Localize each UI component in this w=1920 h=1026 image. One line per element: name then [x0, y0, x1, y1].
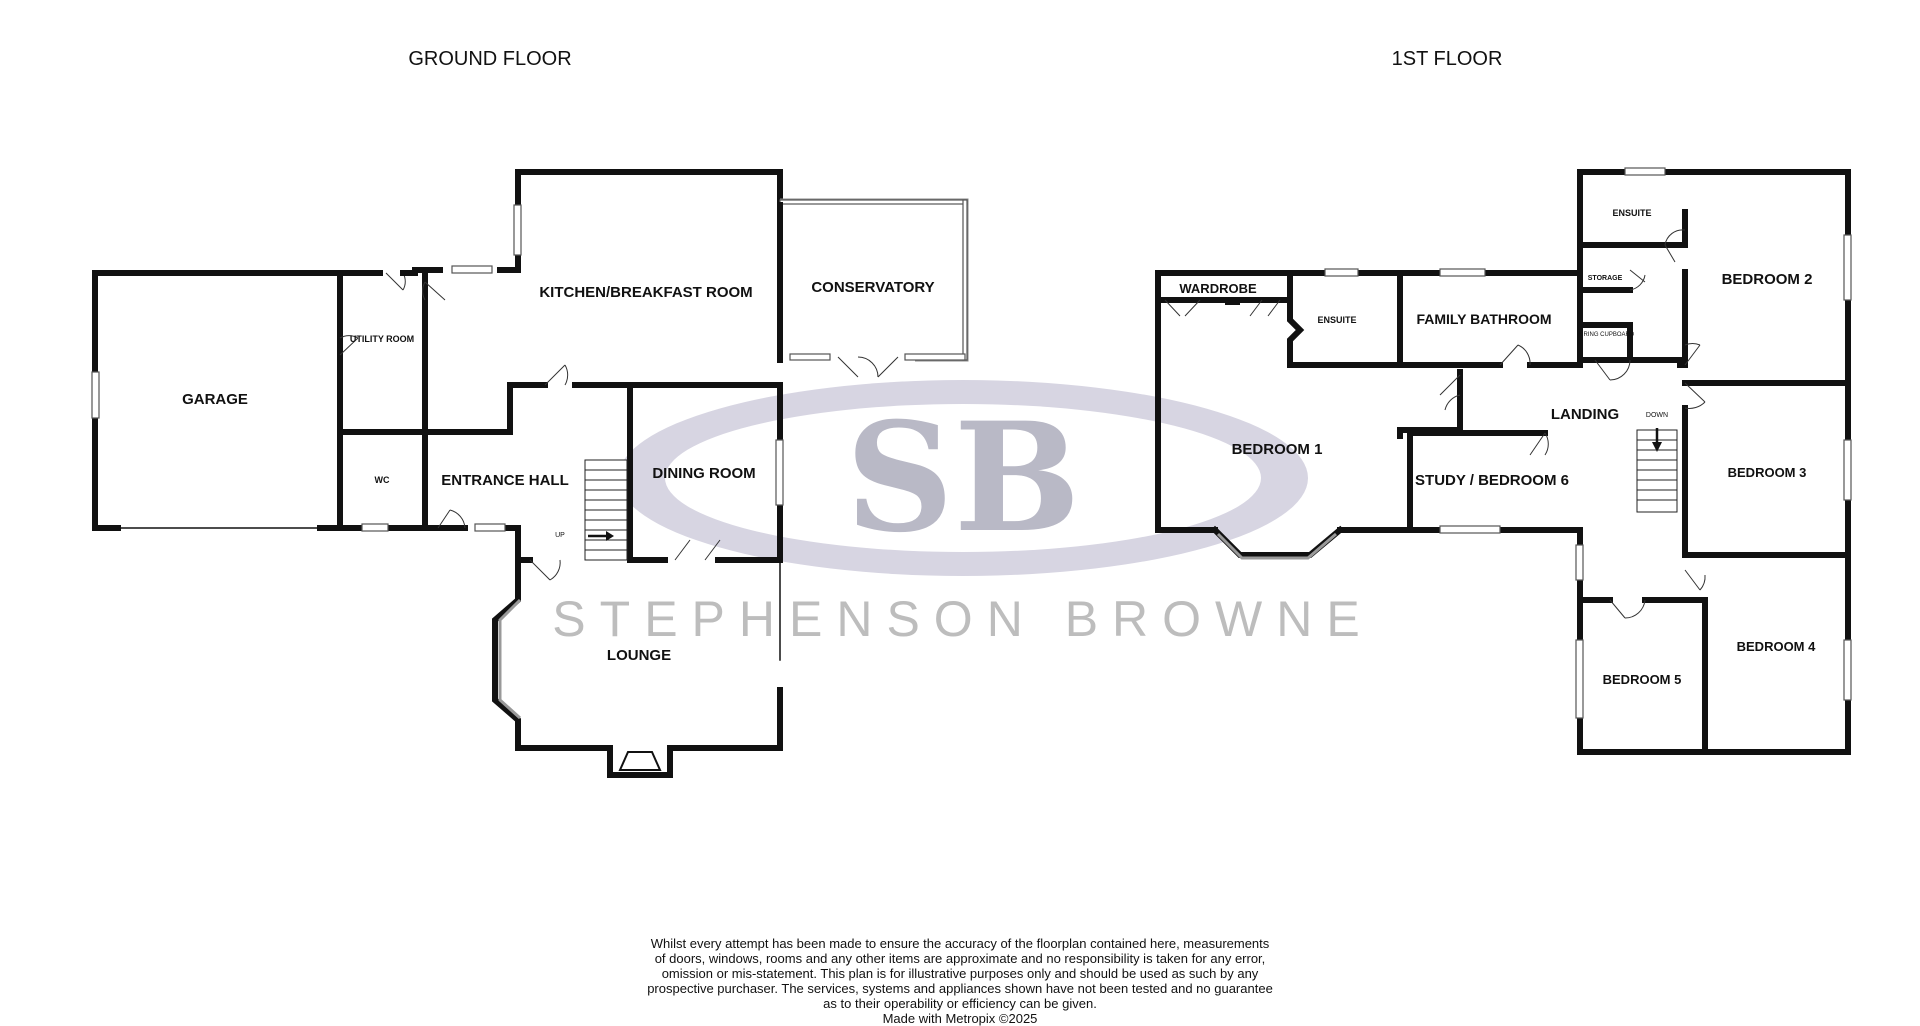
label-utility-room: UTILITY ROOM: [350, 334, 414, 344]
ground-floor-plan: UP GARAGE UTILITY ROOM WC KITCHEN/BREAKF…: [91, 169, 969, 778]
label-kitchen: KITCHEN/BREAKFAST ROOM: [539, 284, 752, 301]
label-ensuite-2: ENSUITE: [1612, 208, 1651, 218]
label-bedroom-4: BEDROOM 4: [1737, 639, 1817, 654]
watermark-monogram: SB: [845, 390, 1080, 566]
label-ensuite-1: ENSUITE: [1317, 315, 1356, 325]
first-floor-title: 1ST FLOOR: [1392, 48, 1503, 70]
label-wc: WC: [375, 475, 390, 485]
first-stairs-label: DOWN: [1646, 412, 1668, 419]
label-dining-room: DINING ROOM: [652, 465, 755, 482]
disclaimer-line: Whilst every attempt has been made to en…: [650, 936, 1270, 951]
first-stairs: DOWN: [1636, 412, 1678, 513]
garage-walls: [91, 270, 343, 531]
label-conservatory: CONSERVATORY: [811, 279, 934, 296]
ground-floor-title: GROUND FLOOR: [408, 48, 571, 70]
disclaimer-line: prospective purchaser. The services, sys…: [647, 981, 1273, 996]
label-bedroom-3: BEDROOM 3: [1728, 465, 1807, 480]
conservatory-walls: [777, 198, 969, 378]
label-garage: GARAGE: [182, 391, 248, 408]
label-entrance-hall: ENTRANCE HALL: [441, 472, 569, 489]
ground-stairs-label: UP: [555, 532, 565, 539]
label-lounge: LOUNGE: [607, 647, 671, 664]
label-bedroom-1: BEDROOM 1: [1232, 441, 1323, 458]
label-airing-cupboard: AIRING CUPBOARD: [1578, 332, 1635, 338]
disclaimer: Whilst every attempt has been made to en…: [600, 936, 1320, 1026]
kitchen-walls: [400, 169, 783, 435]
label-storage: STORAGE: [1588, 275, 1623, 282]
disclaimer-line: of doors, windows, rooms and any other i…: [654, 951, 1266, 966]
label-study: STUDY / BEDROOM 6: [1415, 472, 1569, 489]
disclaimer-credit: Made with Metropix ©2025: [882, 1011, 1038, 1026]
lounge-walls: [492, 557, 783, 778]
label-landing: LANDING: [1551, 406, 1619, 423]
watermark: SB STEPHENSON BROWNE: [552, 380, 1373, 647]
disclaimer-line: as to their operability or efficiency ca…: [823, 996, 1097, 1011]
label-wardrobe: WARDROBE: [1179, 281, 1257, 296]
utility-wc-walls: [337, 270, 433, 532]
label-bedroom-2: BEDROOM 2: [1722, 271, 1813, 288]
ground-stairs: UP: [555, 459, 628, 561]
label-bedroom-5: BEDROOM 5: [1603, 672, 1682, 687]
disclaimer-line: omission or mis-statement. This plan is …: [661, 966, 1259, 981]
watermark-brand: STEPHENSON BROWNE: [552, 591, 1373, 647]
entrance-hall-walls: [427, 509, 561, 581]
first-floor-plan: DOWN WARDROBE ENSUITE FAMILY BATHROOM EN…: [1155, 167, 1852, 755]
label-family-bathroom: FAMILY BATHROOM: [1416, 311, 1551, 327]
